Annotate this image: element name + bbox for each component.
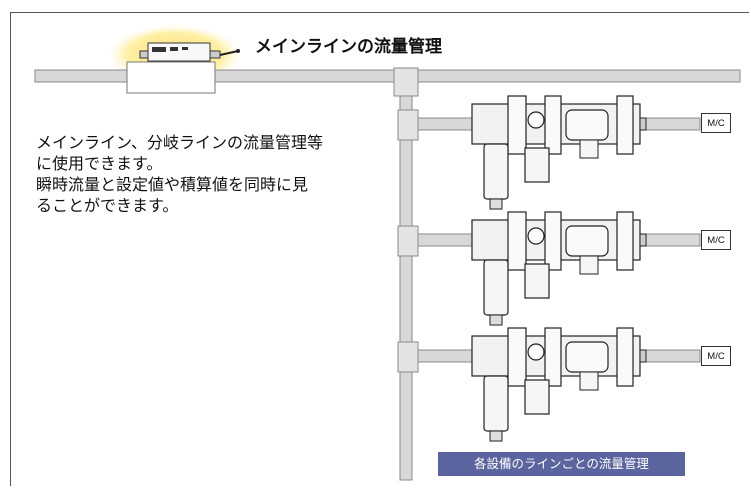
description-line-4: ることができます。 bbox=[36, 196, 179, 215]
machine-label-3: M/C bbox=[701, 346, 731, 366]
frl-unit-1 bbox=[471, 95, 647, 210]
machine-label-2: M/C bbox=[701, 230, 731, 250]
sensor-box bbox=[126, 61, 216, 94]
diagram-title: メインラインの流量管理 bbox=[255, 37, 442, 57]
flow-sensor-device bbox=[139, 42, 240, 62]
diagram-frame bbox=[10, 12, 749, 486]
footer-badge: 各設備のラインごとの流量管理 bbox=[438, 452, 685, 476]
description-line-3: 瞬時流量と設定値や積算値を同時に見 bbox=[36, 175, 309, 194]
frl-unit-2 bbox=[471, 211, 647, 326]
main-tee-fitting bbox=[393, 67, 419, 97]
machine-label-1: M/C bbox=[701, 113, 731, 133]
description-line-1: メインライン、分岐ラインの流量管理等 bbox=[36, 133, 324, 152]
description-text: メインライン、分岐ラインの流量管理等 に使用できます。 瞬時流量と設定値や積算値… bbox=[36, 132, 386, 216]
description-line-2: に使用できます。 bbox=[36, 154, 163, 173]
frl-unit-3 bbox=[471, 327, 647, 442]
